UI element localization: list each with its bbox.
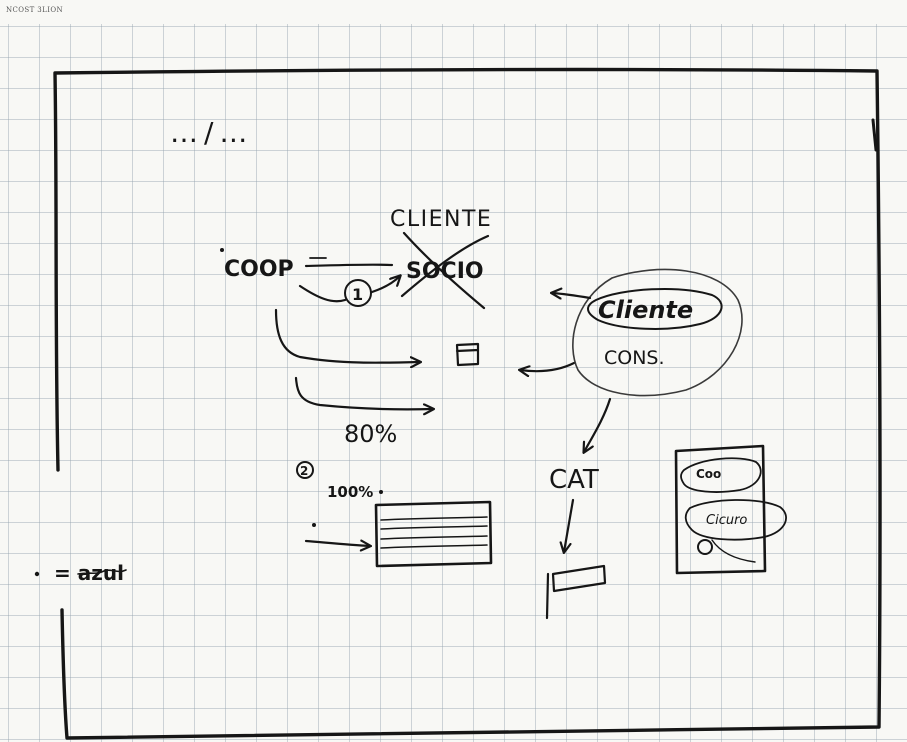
dot-coop	[220, 248, 224, 252]
small-box-icon	[457, 344, 478, 365]
label-cliente-right: Cliente	[598, 296, 693, 324]
label-step-one: 1	[352, 285, 363, 304]
striped-table	[376, 502, 491, 566]
flag-icon	[547, 566, 605, 618]
continuation-mark: …/…	[170, 116, 253, 149]
arrow-cat-to-flag	[564, 500, 573, 552]
outer-frame	[55, 70, 880, 738]
label-coop: COOP	[224, 257, 294, 282]
label-eighty-percent: 80%	[344, 420, 397, 448]
arrow-to-cat	[584, 399, 610, 452]
dot-hundred	[379, 490, 383, 494]
device-button-circle	[698, 540, 712, 554]
device-connector	[712, 540, 755, 562]
label-socio: SOCIO	[406, 259, 484, 284]
label-cons: CONS.	[604, 347, 665, 369]
label-box-cicuro: Cicuro	[706, 513, 747, 528]
frame-tick-right	[873, 120, 876, 150]
arrow-eighty-percent	[296, 378, 433, 409]
arrow-step-one	[300, 276, 400, 301]
dot-table-arrow	[312, 523, 316, 527]
label-step-two: 2	[300, 464, 308, 478]
arrow-to-box	[276, 310, 420, 363]
label-legend: = azul	[54, 561, 124, 585]
label-hundred-percent: 100%	[327, 483, 373, 501]
legend-dot	[35, 572, 39, 576]
label-cliente-top: CLIENTE	[390, 207, 492, 232]
line-coop-socio	[306, 265, 392, 266]
table-stripes	[381, 517, 487, 548]
sketch-labels: …/… CLIENTE COOP SOCIO 1 Cliente CONS. 8…	[35, 116, 748, 585]
arrow-to-table	[306, 541, 370, 546]
label-cat: CAT	[549, 465, 599, 495]
arrow-cliente-left	[552, 293, 590, 298]
arrow-cons-to-box	[520, 363, 574, 371]
label-box-coo: Coo	[696, 467, 721, 481]
